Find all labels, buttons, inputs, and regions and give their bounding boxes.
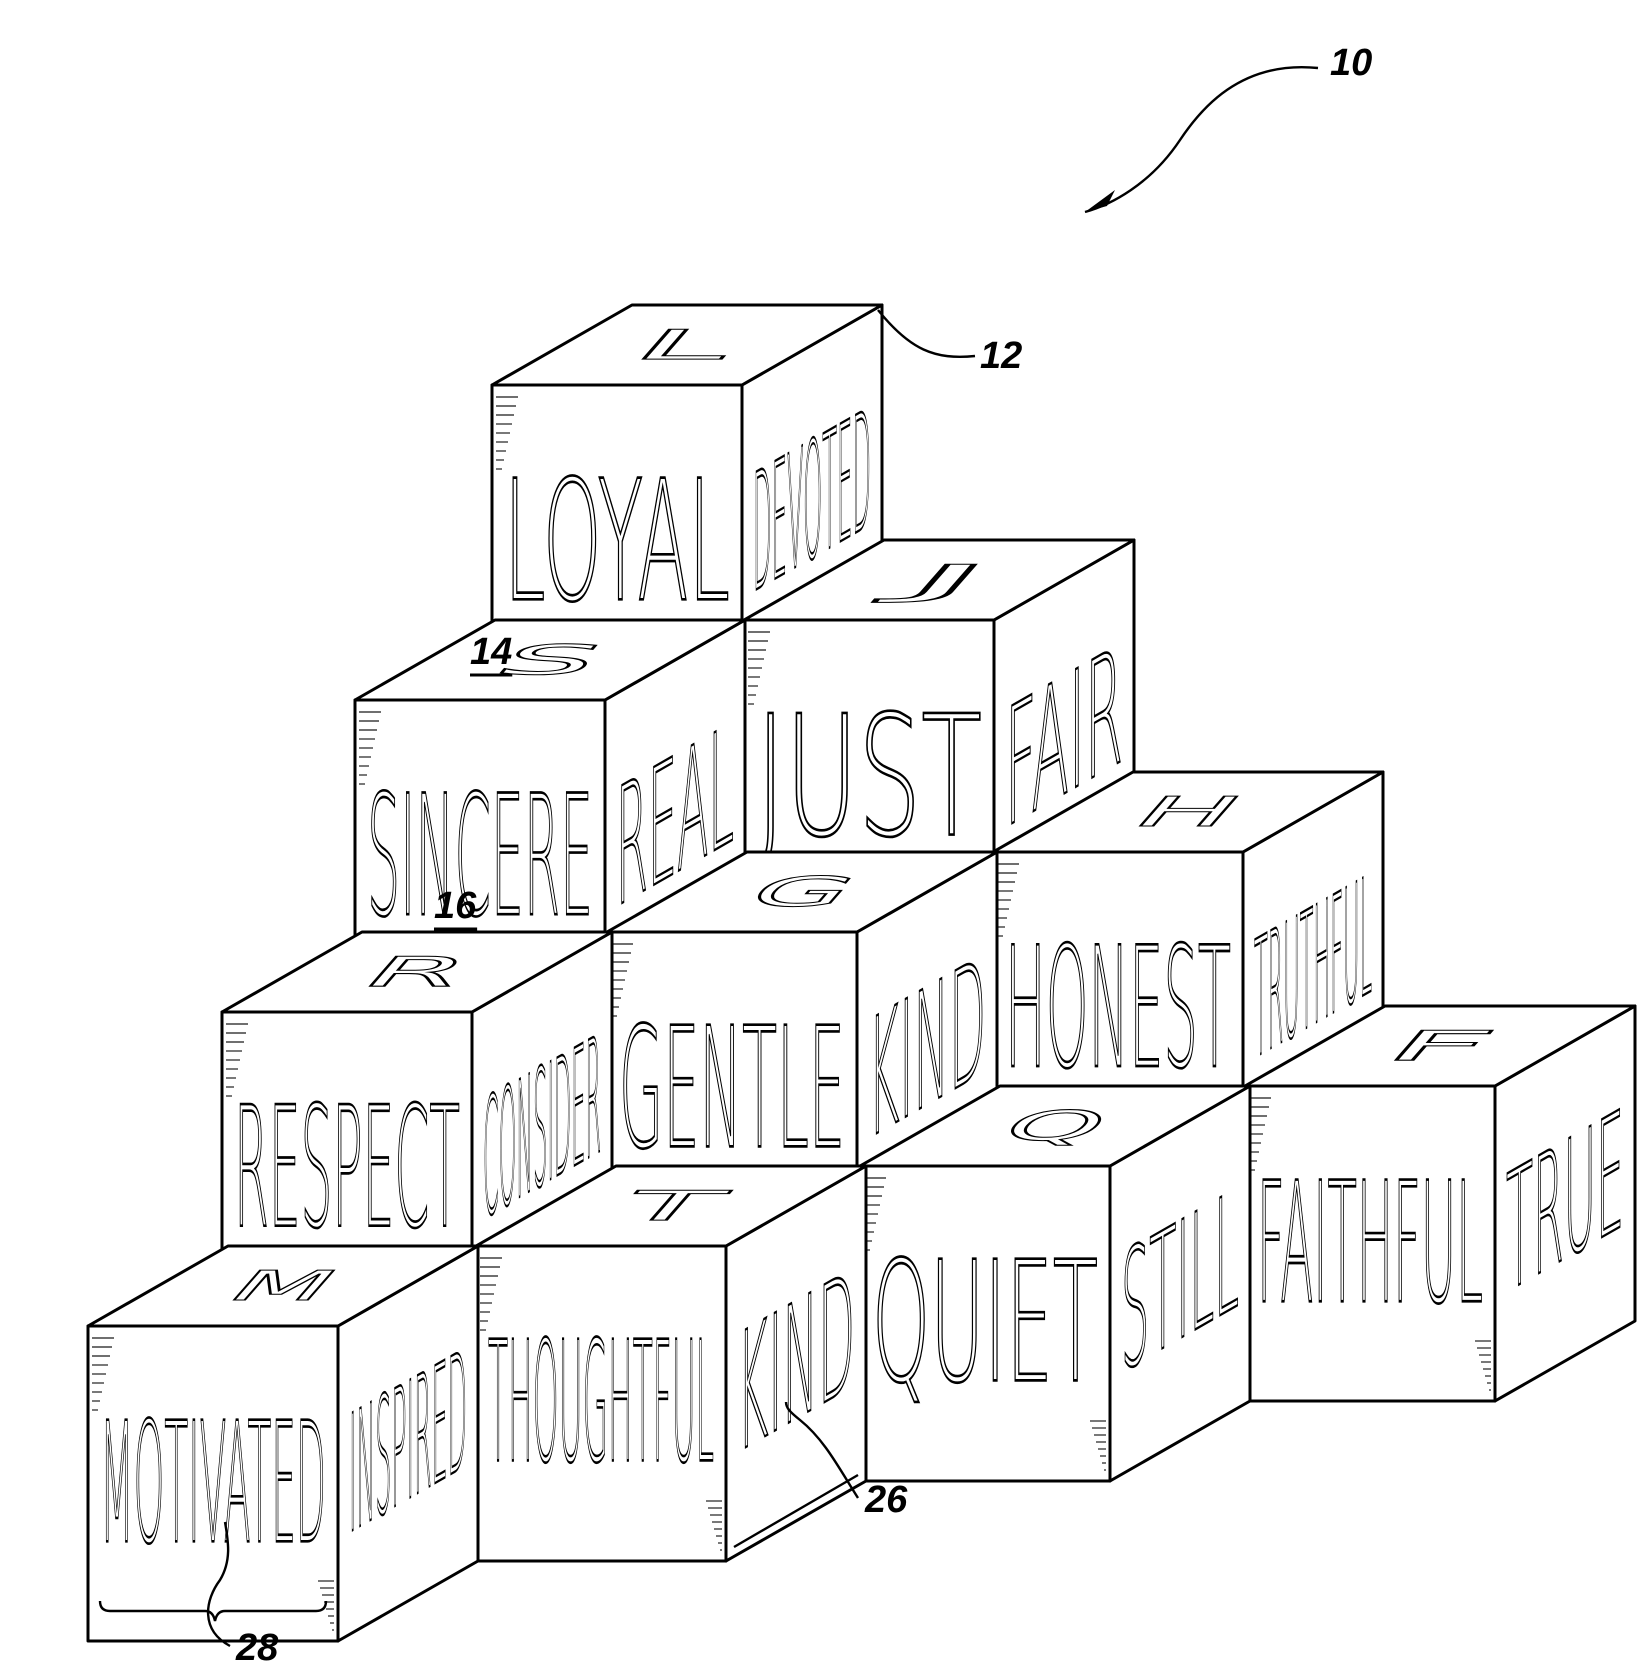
block-front-word: RESPECT — [234, 1073, 460, 1267]
reference-numeral-28: 28 — [235, 1627, 279, 1669]
block-front-word: MOTIVATED — [100, 1386, 326, 1582]
block-front-word: SINCERE — [367, 760, 593, 954]
reference-numeral-12: 12 — [980, 335, 1022, 377]
reference-numeral-14: 14 — [470, 631, 512, 673]
block-thoughtful: THOUGHTFULKINDT — [476, 1166, 866, 1561]
block-front-word: LOYAL — [504, 446, 730, 640]
block-faithful: FAITHFULTRUEF — [1245, 1006, 1635, 1401]
reference-numeral-10: 10 — [1330, 42, 1372, 84]
leader-line-12 — [878, 310, 975, 357]
block-motivated: MOTIVATEDINSPIREDM — [88, 1246, 478, 1641]
block-front-word: JUST — [756, 680, 982, 874]
reference-numeral-26: 26 — [864, 1479, 908, 1521]
reference-numeral-16: 16 — [434, 885, 477, 927]
block-front-word: GENTLE — [619, 992, 845, 1186]
block-front-word: QUIET — [872, 1227, 1098, 1421]
block-front-word: THOUGHTFUL — [488, 1306, 714, 1500]
block-front-word: FAITHFUL — [1257, 1146, 1483, 1340]
leader-line-10 — [1085, 67, 1318, 212]
block-front-word: HONEST — [1005, 913, 1231, 1107]
block-quiet: QUIETSTILLQ — [860, 1086, 1250, 1481]
